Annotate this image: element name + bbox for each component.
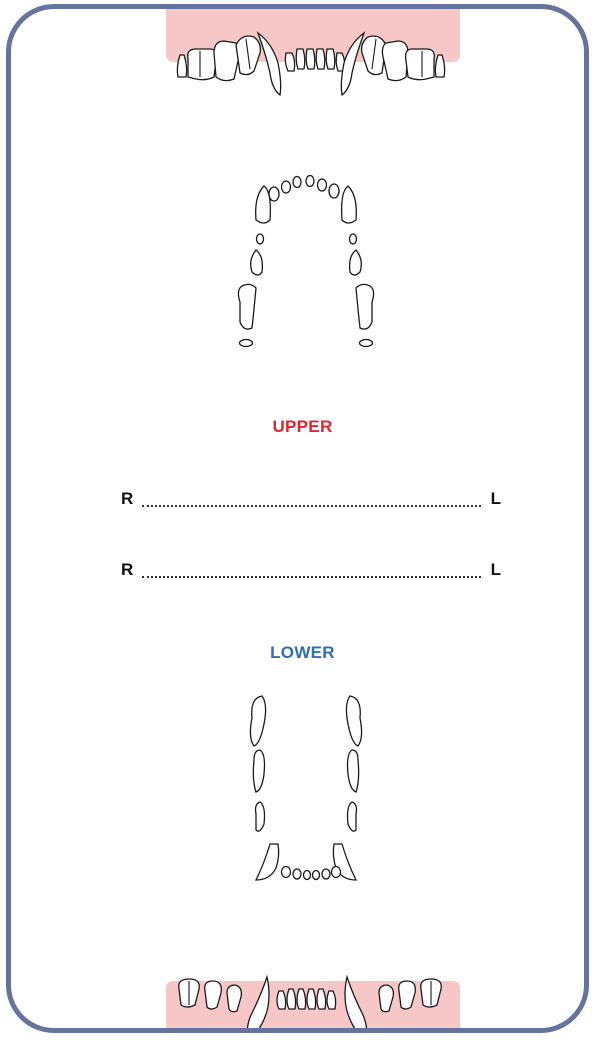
upper-incisors xyxy=(284,48,346,72)
lower-left-canine xyxy=(344,974,368,1028)
left-side-marker: L xyxy=(490,560,501,579)
right-side-marker: R xyxy=(121,560,134,579)
upper-left-canine-occlusal xyxy=(340,185,357,224)
lower-arch-illustration xyxy=(249,695,363,881)
lower-right-canine-occlusal xyxy=(254,843,280,881)
upper-right-canine xyxy=(256,31,282,97)
upper-right-premolar-2 xyxy=(250,249,264,276)
lower-right-premolar-1 xyxy=(254,801,266,832)
right-side-marker: R xyxy=(121,489,134,508)
lower-left-molar xyxy=(345,695,363,747)
upper-left-carnassial xyxy=(355,283,375,330)
upper-right-molar xyxy=(238,338,254,348)
upper-lateral-teeth-illustration xyxy=(176,31,446,97)
dotted-writing-line xyxy=(142,505,481,507)
upper-jaw-label: UPPER xyxy=(272,417,333,436)
upper-right-molars xyxy=(176,35,262,82)
dental-chart-card: UPPER R L R L LOWER xyxy=(6,4,589,1033)
lower-jaw-label: LOWER xyxy=(270,643,335,662)
upper-incisor-row xyxy=(268,174,340,202)
upper-left-molar xyxy=(358,338,374,348)
lower-incisor-row xyxy=(280,865,342,881)
quadrant-line-1: R L xyxy=(121,489,501,511)
lower-left-molars xyxy=(378,978,442,1013)
lower-right-molars xyxy=(178,978,243,1013)
upper-right-canine-occlusal xyxy=(255,185,272,224)
quadrant-line-2: R L xyxy=(121,560,501,582)
upper-left-canine xyxy=(340,31,366,97)
lower-incisors xyxy=(276,988,337,1010)
lower-right-canine xyxy=(246,974,270,1028)
upper-left-molars xyxy=(360,35,446,82)
upper-arch-illustration xyxy=(237,174,375,348)
lower-right-molar xyxy=(249,695,267,747)
upper-right-carnassial xyxy=(237,283,257,330)
lower-left-premolar-1 xyxy=(346,801,358,832)
lower-left-premolar-2 xyxy=(346,749,360,793)
dotted-writing-line xyxy=(142,576,481,578)
upper-left-premolar-2 xyxy=(348,249,362,276)
lower-lateral-teeth-illustration xyxy=(178,974,442,1028)
upper-right-premolar-1 xyxy=(255,233,265,245)
left-side-marker: L xyxy=(490,489,501,508)
upper-left-premolar-1 xyxy=(348,233,358,245)
lower-right-premolar-2 xyxy=(252,749,266,793)
